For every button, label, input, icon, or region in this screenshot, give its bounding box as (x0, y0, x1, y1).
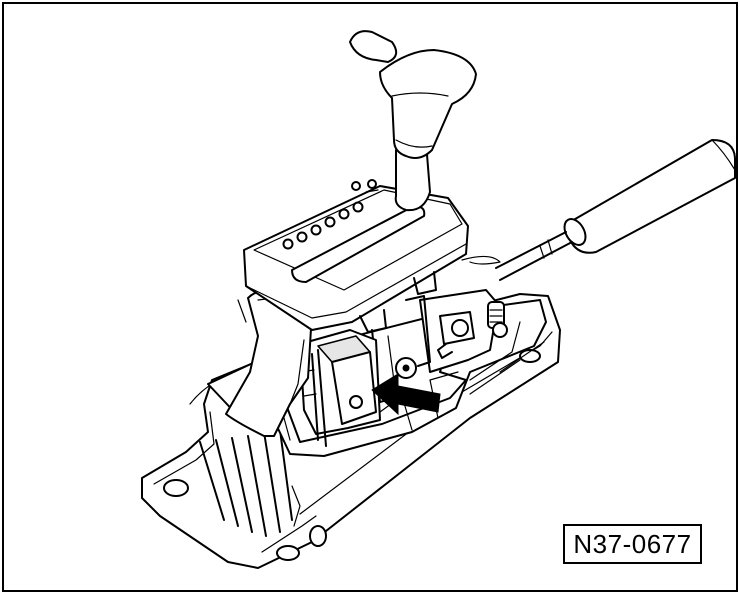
switch-bracket (299, 329, 381, 447)
arrow-icon (371, 373, 441, 416)
gate-cover (243, 179, 501, 333)
reference-code-label: N37-0677 (563, 524, 702, 564)
selector-housing (207, 289, 547, 457)
selector-lever-icon (349, 30, 477, 212)
shift-cable (495, 139, 736, 281)
